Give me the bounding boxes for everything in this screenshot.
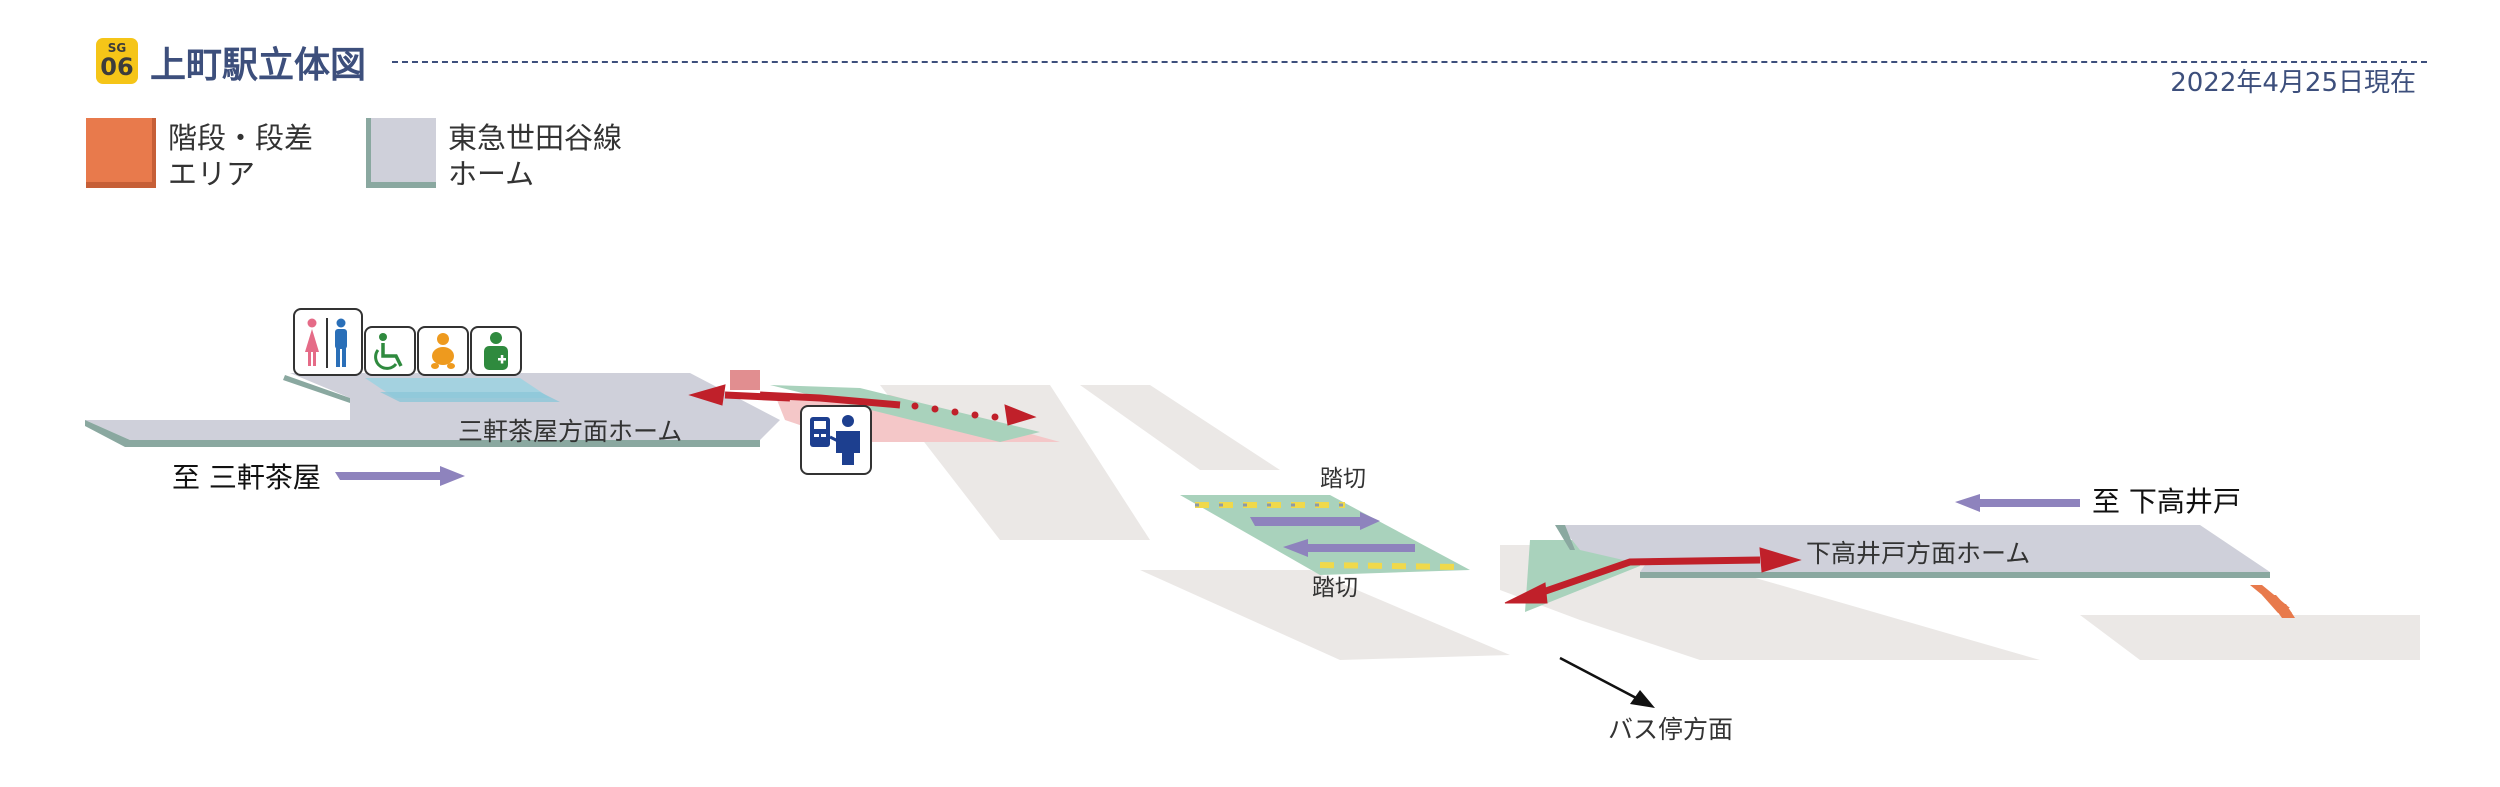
- to-west-label: 至 三軒茶屋: [172, 461, 321, 494]
- wheelchair-icon[interactable]: [364, 326, 416, 376]
- platform-west-label: 三軒茶屋方面ホーム: [458, 417, 682, 446]
- crossing-north-label: 踏切: [1320, 466, 1366, 492]
- to-east-label: 至 下高井戸: [2092, 485, 2241, 518]
- track-arrow-2: [1283, 539, 1415, 557]
- to-west-arrow: [335, 466, 465, 486]
- bus-direction-arrow: [1559, 656, 1655, 708]
- page-title: 上町駅立体図: [150, 45, 367, 86]
- line-code: SG: [107, 41, 127, 55]
- accessible-routes: [688, 384, 1802, 604]
- restroom-icon[interactable]: [293, 308, 363, 376]
- page-header: SG 06 上町駅立体図 2022年4月25日現在: [0, 0, 2500, 110]
- stairs-swatch: [86, 118, 156, 188]
- ground-areas: [880, 385, 2420, 660]
- station-number-badge: SG 06: [96, 38, 138, 84]
- ostomate-icon[interactable]: [470, 326, 522, 376]
- legend-stairs-line1: 階段・段差: [168, 121, 314, 155]
- platform-west: [85, 373, 780, 447]
- ticket-machine-icon[interactable]: [800, 405, 872, 475]
- legend-stairs-line2: エリア: [168, 157, 256, 191]
- title-divider: [392, 61, 2427, 63]
- update-date: 2022年4月25日現在: [2170, 68, 2416, 98]
- platform-east-label: 下高井戸方面ホーム: [1806, 539, 2030, 568]
- crossing-south-label: 踏切: [1312, 575, 1358, 601]
- track-arrow-1: [1250, 512, 1380, 530]
- station-code: 06: [100, 53, 134, 81]
- legend-platform-line1: 東急世田谷線: [448, 121, 623, 155]
- to-east-arrow: [1955, 494, 2080, 512]
- baby-care-icon[interactable]: [417, 326, 469, 376]
- bus-stop-label: バス停方面: [1608, 715, 1733, 744]
- legend-platform-line2: ホーム: [448, 157, 535, 191]
- train-direction-arrows: [335, 466, 2080, 557]
- platform-swatch: [366, 118, 436, 188]
